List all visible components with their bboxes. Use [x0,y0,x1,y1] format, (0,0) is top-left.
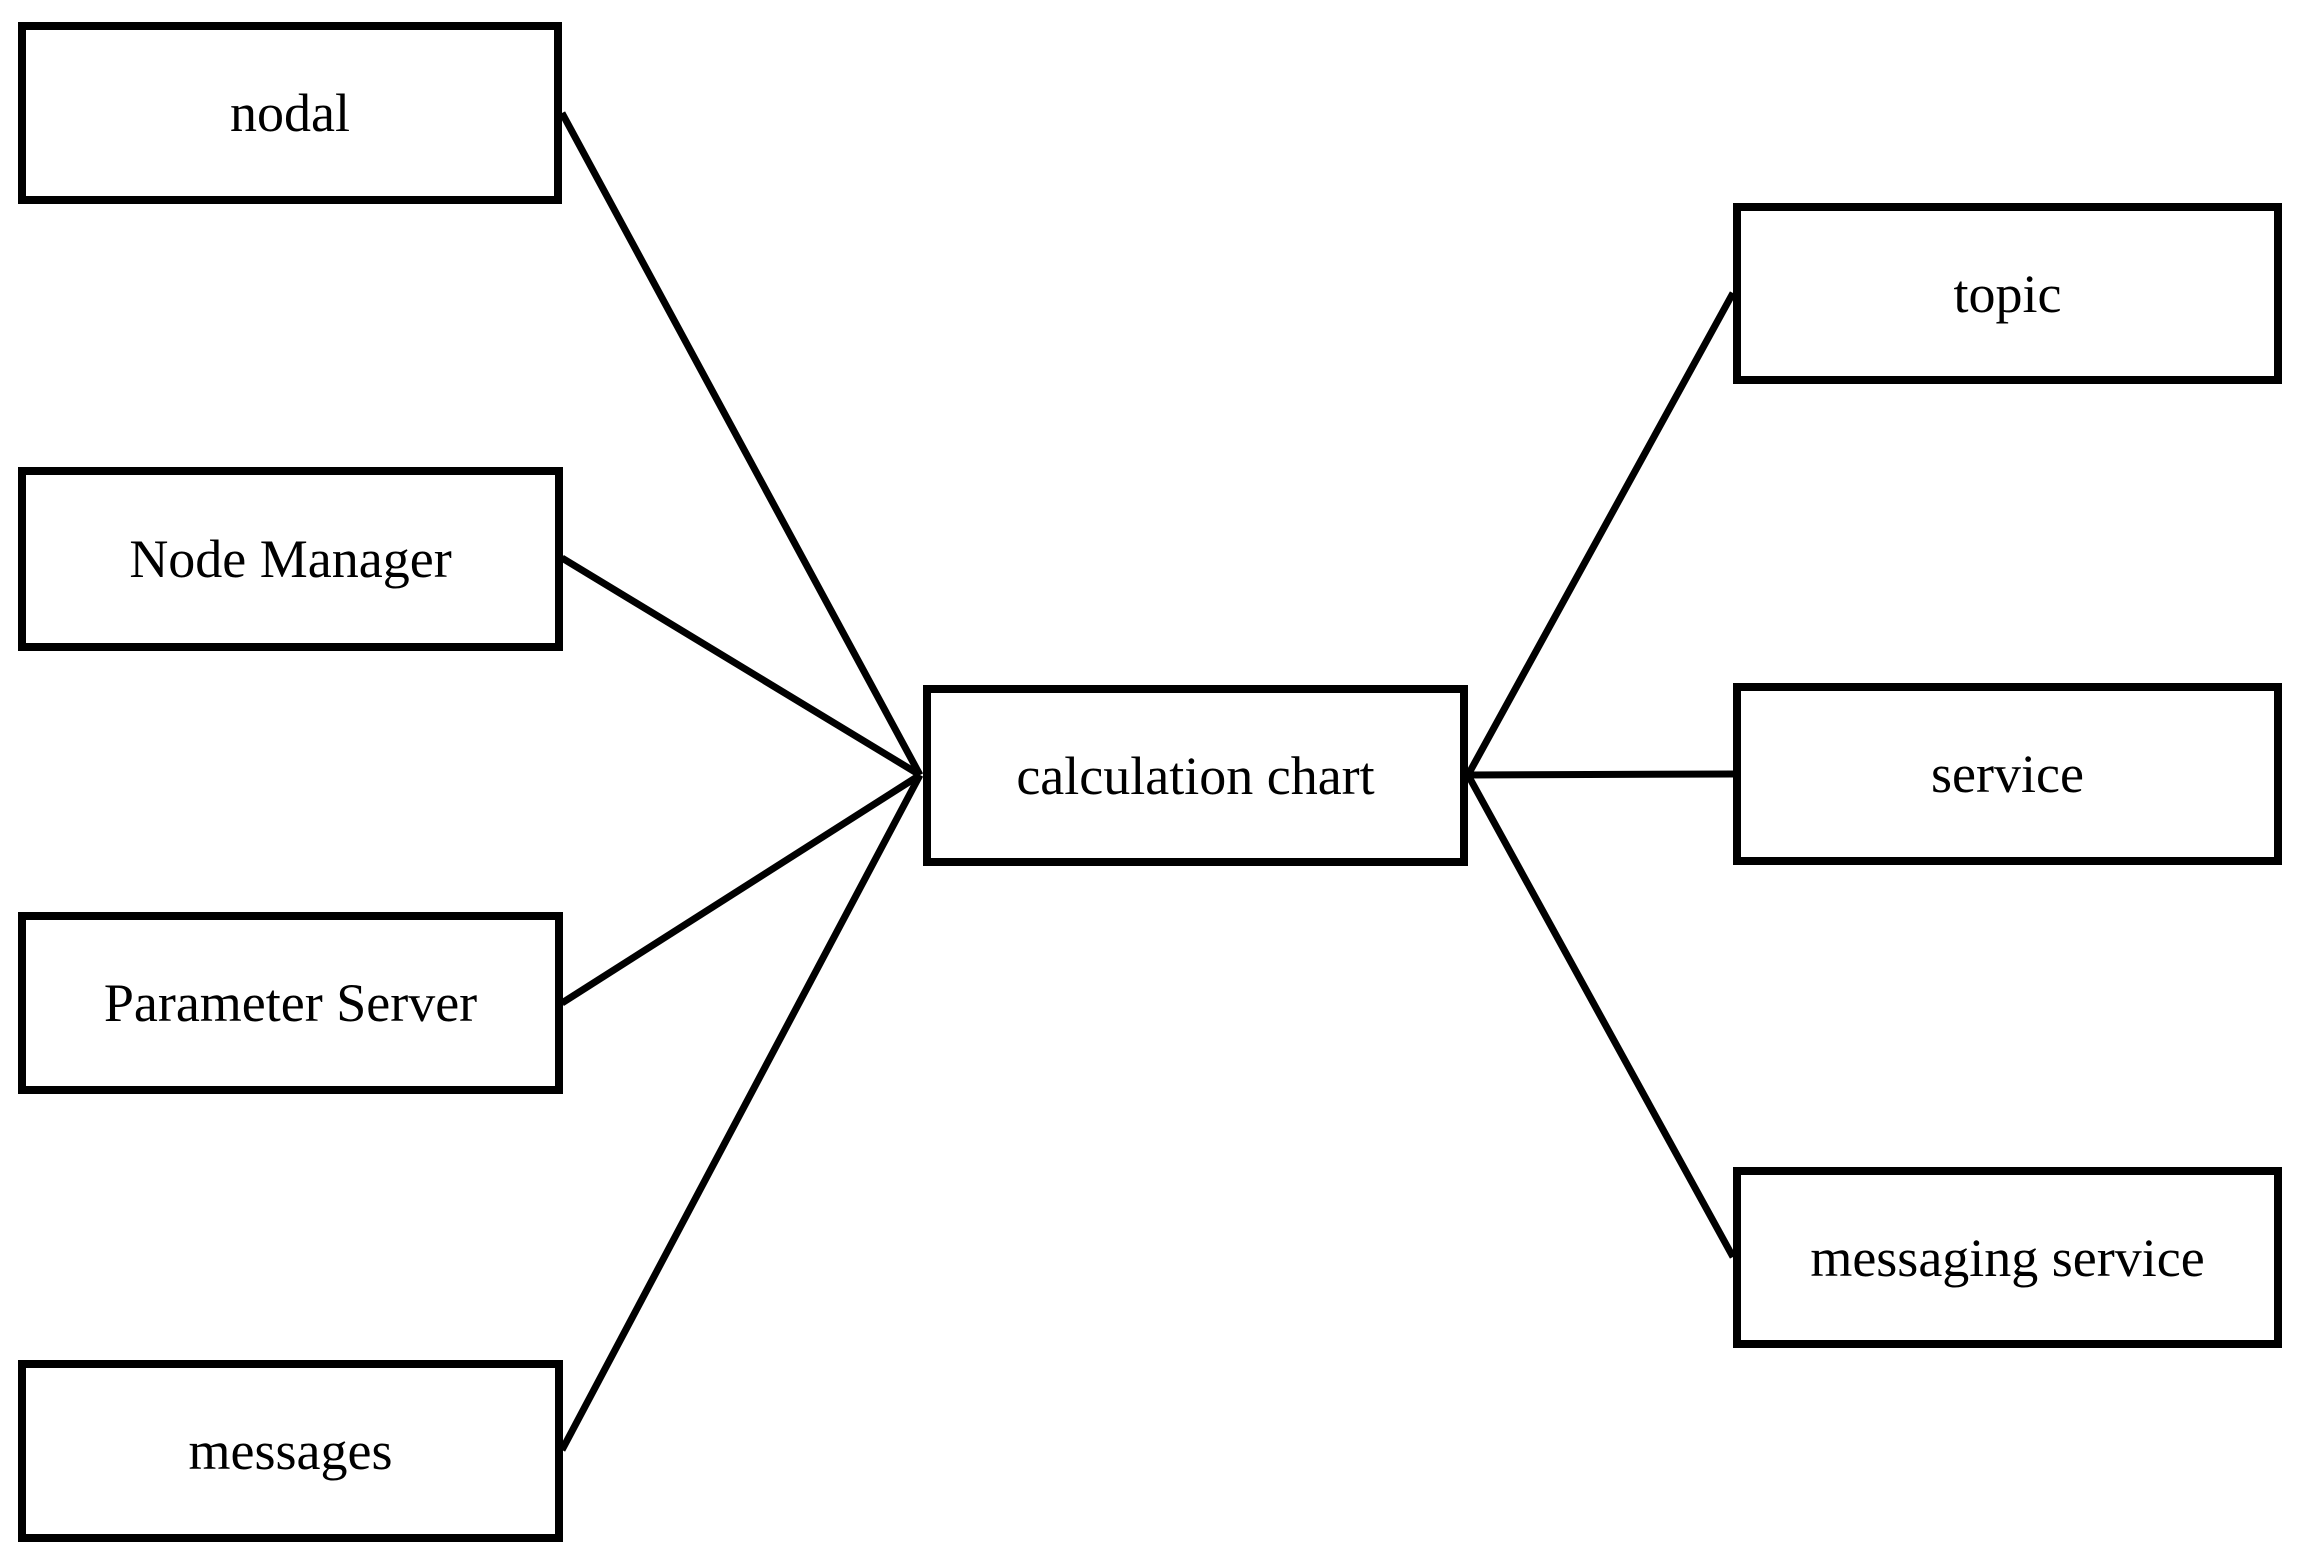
node-messaging-service: messaging service [1733,1167,2282,1348]
node-nodal-label: nodal [230,83,350,143]
node-messages-label: messages [188,1421,393,1481]
edge-calculation-chart-to-topic [1464,291,1737,777]
node-calculation-chart: calculation chart [923,685,1468,866]
node-messaging-service-label: messaging service [1810,1227,2205,1288]
node-service-label: service [1931,744,2084,804]
node-parameter-server-label: Parameter Server [103,973,478,1033]
edge-node-manager-to-calculation-chart [560,555,922,778]
node-calculation-chart-label: calculation chart [1016,745,1375,806]
edge-calculation-chart-to-service [1467,770,1734,779]
edge-parameter-server-to-calculation-chart [560,772,922,1006]
node-nodal: nodal [18,22,562,204]
node-messages: messages [18,1360,563,1542]
edge-nodal-to-calculation-chart [558,111,924,777]
node-node-manager-label: Node Manager [129,529,452,589]
edge-messages-to-calculation-chart [558,773,924,1452]
node-parameter-server: Parameter Server [18,912,563,1094]
node-topic-label: topic [1953,263,2062,324]
node-topic: topic [1733,203,2282,384]
edge-calculation-chart-to-messaging-service [1464,773,1737,1259]
node-node-manager: Node Manager [18,467,563,651]
node-service: service [1733,683,2282,865]
